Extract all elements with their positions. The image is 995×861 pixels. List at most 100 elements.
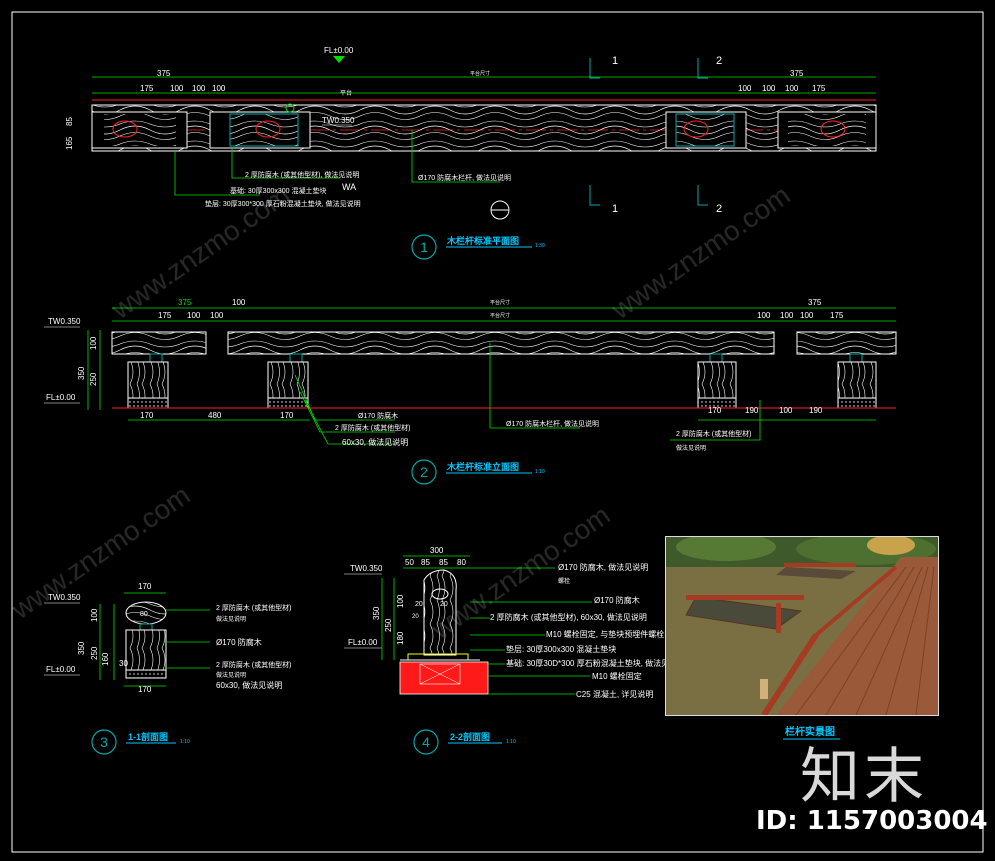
view4-section-2-2: 300 50 85 85 80 TW0.350 FL±0.00 350 250 … (344, 546, 685, 755)
view3-section-1-1: 170 TW0.350 FL±0.00 80 30 170 100 350 25… (44, 582, 291, 755)
v1-dim-r3: 100 (785, 84, 799, 93)
v1-dim-l2: 100 (170, 84, 184, 93)
v1-callout4: Ø170 防腐木栏杆, 做法见说明 (418, 173, 511, 182)
v4-concrete-footing (399, 661, 489, 695)
v1-sec-mark-2b: 2 (716, 203, 722, 215)
v2-dim-r3: 100 (800, 311, 814, 320)
v3-title: 1-1剖面图 (128, 731, 168, 742)
v4-callout7: M10 螺栓固定 (592, 671, 642, 681)
v2-center-dim-b: 平台尺寸 (490, 312, 510, 319)
v1-callout3: 垫层: 30厚300*300 厚石粉混凝土垫块, 做法见说明 (205, 199, 361, 208)
v1-dim-l0: 375 (157, 69, 171, 78)
watermark-site-1: www.znzmo.com (105, 179, 296, 325)
v4-top-dim1: 85 (421, 558, 430, 567)
v2-bdim-r2: 100 (779, 406, 793, 415)
v4-top-dim2: 85 (439, 558, 448, 567)
v3-inner: 80 (140, 611, 148, 618)
v2-number: 2 (420, 464, 428, 480)
v2-dim-r0: 375 (808, 298, 822, 307)
v3-side: 30 (119, 659, 128, 668)
v4-left-dim3: 180 (396, 631, 405, 645)
v4-left-dim0: 350 (372, 606, 381, 620)
v2-dim-l1: 175 (158, 311, 172, 320)
v3-callout3: 2 厚防腐木 (或其他型材) (216, 660, 291, 669)
id-watermark: ID: 1157003004 (756, 806, 988, 836)
v1-number-circle (411, 234, 437, 260)
v2-dim-l4: 100 (232, 298, 246, 307)
v4-two-label: TW0.350 (350, 564, 383, 573)
v2-callout2: 2 厚防腐木 (或其他型材) (335, 423, 410, 432)
view1-plan: FL±0.00 375 175 100 100 100 375 100 100 … (65, 46, 877, 260)
v3-callout1b: 做法见说明 (216, 615, 246, 623)
v4-callout6: 基础: 30厚30D*300 厚石粉混凝土垫块, 做法见说明 (506, 658, 685, 668)
railing-photo (665, 536, 939, 716)
v2-bdim-l1: 480 (208, 411, 222, 420)
v1-left-dim0: 85 (65, 117, 74, 126)
v1-dim-r1: 100 (738, 84, 752, 93)
sheet-border (11, 11, 984, 853)
v1-number: 1 (420, 239, 428, 255)
v1-dim-r0: 375 (790, 69, 804, 78)
v4-left-dim1: 250 (384, 618, 393, 632)
v3-callout2: Ø170 防腐木 (216, 637, 262, 647)
v2-bdim-r0: 170 (708, 406, 722, 415)
v1-dim-r4: 175 (812, 84, 826, 93)
v3-width-top: 170 (138, 582, 152, 591)
watermark-site-4: www.znzmo.com (425, 499, 616, 645)
v3-callout3b: 做法见说明 (216, 671, 246, 679)
v2-dim-r1: 100 (757, 311, 771, 320)
v3-number-circle (91, 729, 117, 755)
brand-watermark: 知末 (800, 742, 928, 812)
v3-left-dim0: 100 (90, 608, 99, 622)
watermark-site-3: www.znzmo.com (5, 479, 196, 625)
v4-number: 4 (422, 734, 430, 750)
v1-fl-label: FL±0.00 (324, 46, 354, 55)
v2-dim-l3: 100 (210, 311, 224, 320)
v1-center-dim: 平台尺寸 (470, 70, 490, 77)
v1-dim-r2: 100 (762, 84, 776, 93)
watermark-site-2: www.znzmo.com (605, 179, 796, 325)
v4-callout4: M10 螺栓固定, 与垫块预埋件螺栓固定 (546, 629, 680, 639)
v2-bdim-l0: 170 (140, 411, 154, 420)
v2-post-1 (127, 353, 169, 409)
v3-width-bottom: 170 (138, 685, 152, 694)
v2-dim-l2: 100 (187, 311, 201, 320)
v2-callout3: 60x30, 做法见说明 (342, 437, 408, 447)
v1-sec-mark-1b: 1 (612, 203, 618, 215)
v1-scale: 1:30 (535, 243, 545, 249)
v2-two-label: TW0.350 (48, 317, 81, 326)
v1-callout1: 2 厚防腐木 (或其他型材), 做法见说明 (245, 170, 359, 179)
v3-scale: 1:10 (180, 739, 190, 745)
v1-dim-l1: 175 (140, 84, 154, 93)
v2-number-circle (411, 459, 437, 485)
v1-callout2: 基础: 30厚300x300 混凝土垫块 (230, 186, 326, 195)
v4-callout5: 垫层: 30厚300x300 混凝土垫块 (506, 644, 616, 654)
v2-left-dim0: 100 (89, 336, 98, 350)
v4-scale: 1:10 (506, 739, 516, 745)
v2-title: 木栏杆标准立面图 (446, 461, 519, 472)
v2-center-dim-a: 平台尺寸 (490, 299, 510, 306)
v4-callout8: C25 混凝土, 详见说明 (576, 689, 653, 699)
v2-dim-l0: 375 (178, 298, 192, 307)
v4-left-dim2: 100 (396, 594, 405, 608)
v2-bdim-r3: 190 (809, 406, 823, 415)
view2-elevation: 375 175 100 100 100 375 100 100 100 175 … (44, 298, 897, 485)
v1-dim-l4: 100 (212, 84, 226, 93)
v1-sec-mark-1a: 1 (612, 55, 618, 67)
v3-fl-label: FL±0.00 (46, 665, 76, 674)
v4-width: 300 (430, 546, 444, 555)
v4-callout1b: 螺栓 (558, 577, 570, 585)
v2-dim-r2: 100 (780, 311, 794, 320)
v4-callout1: Ø170 防腐木, 做法见说明 (558, 562, 648, 572)
v4-inner-dim2: 20 (412, 614, 419, 620)
v2-bdim-r1: 190 (745, 406, 759, 415)
v2-dim-r4: 175 (830, 311, 844, 320)
v1-two-label: TW0.350 (322, 116, 355, 125)
v2-post-2 (267, 353, 309, 409)
v4-fl-label: FL±0.00 (348, 638, 378, 647)
v4-callout3: 2 厚防腐木 (或其他型材), 60x30, 做法见说明 (490, 612, 647, 622)
v3-left-dim2: 250 (90, 646, 99, 660)
v2-left-dim2: 250 (89, 372, 98, 386)
v1-beam-label: 平台 (340, 89, 352, 97)
